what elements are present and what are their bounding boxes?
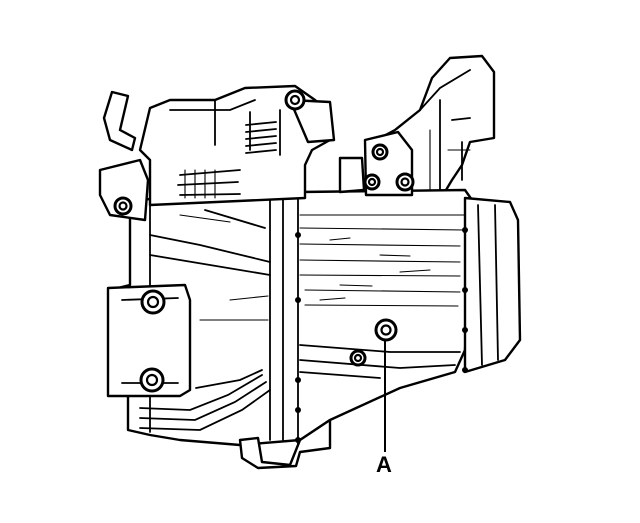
plug-a (374, 318, 398, 342)
sensor-cluster (338, 130, 415, 197)
bottom-flange (238, 418, 332, 470)
shift-mechanism (138, 84, 336, 207)
lower-pipes (139, 369, 271, 431)
callout-label-a: A (376, 452, 392, 477)
main-case (108, 188, 522, 449)
case-ribbing (149, 209, 271, 321)
end-cover (106, 283, 192, 398)
plug-lower (349, 349, 367, 367)
shift-lever (98, 90, 150, 222)
